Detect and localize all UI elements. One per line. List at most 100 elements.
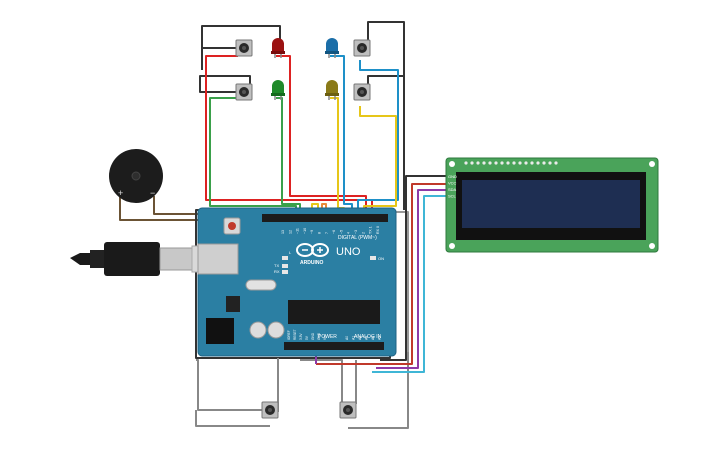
lcd-pin-hole	[500, 161, 504, 165]
wire-yellow-led[interactable]	[330, 97, 345, 212]
power-pin-label: RESET	[293, 329, 297, 340]
analog-pin-label: A3	[365, 336, 369, 340]
capacitor-2	[267, 321, 285, 339]
wire-lcd-vcc[interactable]	[316, 183, 448, 365]
lcd-pin-hole	[518, 161, 522, 165]
pushbutton-mid-right[interactable]	[353, 83, 371, 101]
power-label: POWER	[318, 334, 337, 340]
pushbutton-mid-left[interactable]	[235, 83, 253, 101]
atmega-chip	[288, 300, 380, 324]
digital-header[interactable]	[262, 214, 388, 222]
wire-green-button[interactable]	[209, 97, 297, 212]
lcd-pin-hole	[476, 161, 480, 165]
lcd-pin-label: SDA	[448, 187, 457, 192]
led-blue[interactable]	[325, 38, 339, 58]
digital-pin-label: 2	[361, 232, 365, 234]
digital-pin-label: 12	[288, 230, 292, 234]
lcd-screen	[462, 180, 640, 228]
wire-button1-loop[interactable]	[201, 25, 281, 49]
digital-pin-label: 7	[325, 232, 329, 234]
crystal	[245, 279, 277, 291]
analog-pin-label: A1	[352, 336, 356, 340]
digital-pin-label: ~9	[310, 230, 314, 234]
tx-label: TX	[274, 263, 279, 268]
power-analog-header[interactable]	[284, 342, 384, 350]
lcd-pin-hole	[506, 161, 510, 165]
wire-button3-loop[interactable]	[199, 75, 251, 93]
digital-pin-label: TX 1	[369, 226, 373, 234]
led-on-indicator	[370, 256, 376, 260]
on-label: ON	[378, 256, 384, 261]
rx-label: RX	[274, 269, 280, 274]
led-tx-indicator	[282, 264, 288, 268]
analog-pin-label: A5	[378, 336, 382, 340]
wire-bottom-button1-left[interactable]	[196, 359, 270, 411]
wire-buzzer-minus[interactable]	[153, 196, 200, 215]
pushbutton-bottom-right[interactable]	[339, 401, 357, 419]
lcd-pin-label: GND	[448, 174, 457, 179]
digital-pin-label: 4	[347, 232, 351, 234]
led-l-indicator	[282, 256, 288, 260]
analog-pin-label: A2	[358, 336, 362, 340]
wire-button2-loop[interactable]	[367, 21, 405, 210]
capacitor-1	[249, 321, 267, 339]
analog-pin-label: A0	[345, 336, 349, 340]
digital-pin-label: ~3	[354, 230, 358, 234]
digital-pin-label: ~11	[296, 228, 300, 234]
wire-red-led[interactable]	[276, 55, 367, 212]
wire-red-button[interactable]	[205, 55, 373, 212]
analog-pin-label: A4	[371, 336, 375, 340]
led-yellow[interactable]	[325, 80, 339, 100]
power-pin-label: GND	[317, 332, 321, 340]
lcd-top-pin-row	[464, 161, 558, 165]
power-pin-label: Vin	[323, 335, 327, 340]
lcd-pin-hole	[464, 161, 468, 165]
lcd-pin-hole	[530, 161, 534, 165]
lcd-pin-hole	[542, 161, 546, 165]
lcd-pin-hole	[548, 161, 552, 165]
wire-lcd-sda[interactable]	[376, 189, 448, 369]
power-pin-label: 5V	[305, 335, 309, 340]
led-l-label: L	[289, 250, 292, 255]
wire-blue-led[interactable]	[330, 55, 353, 212]
dc-power-jack	[206, 318, 234, 344]
digital-label: DIGITAL (PWM~)	[338, 235, 377, 241]
buzzer-plus-label: +	[118, 188, 123, 198]
lcd-pin-hole	[512, 161, 516, 165]
digital-pin-label: 8	[318, 232, 322, 234]
pushbutton-top-right[interactable]	[353, 39, 371, 57]
wire-yellow-button[interactable]	[359, 106, 397, 212]
wire-blue-button[interactable]	[357, 60, 399, 212]
led-red[interactable]	[271, 38, 285, 58]
pushbutton-bottom-left[interactable]	[261, 401, 279, 419]
arduino-uno-board[interactable]: ARDUINO UNO DIGITAL (PWM~) POWER ANALOG …	[197, 207, 397, 357]
piezo-buzzer[interactable]: + −	[109, 149, 163, 203]
wire-green-led[interactable]	[276, 97, 301, 212]
lcd-pin-label: SCL	[448, 194, 457, 199]
lcd-pin-hole	[482, 161, 486, 165]
reset-button-cap[interactable]	[228, 222, 236, 230]
buzzer-minus-label: −	[150, 188, 155, 198]
lcd-pin-hole	[554, 161, 558, 165]
wire-lcd-gnd[interactable]	[380, 175, 448, 361]
wire-bottom-button2-left[interactable]	[300, 359, 348, 409]
power-pin-label: IOREF	[287, 330, 291, 340]
digital-pin-label: ~10	[303, 228, 307, 234]
pushbutton-top-left[interactable]	[235, 39, 253, 57]
wire-lcd-scl[interactable]	[372, 195, 448, 373]
arduino-logo-icon	[296, 243, 329, 257]
digital-pin-label: ~6	[332, 230, 336, 234]
wire-buzzer-plus[interactable]	[119, 196, 200, 221]
lcd-pin-hole	[536, 161, 540, 165]
digital-pin-label: 13	[281, 230, 285, 234]
lcd-pin-label: VCC	[448, 181, 457, 186]
led-green[interactable]	[271, 80, 285, 100]
wire-bottom-button2-right[interactable]	[348, 352, 409, 429]
analog-label: ANALOG IN	[354, 334, 382, 340]
